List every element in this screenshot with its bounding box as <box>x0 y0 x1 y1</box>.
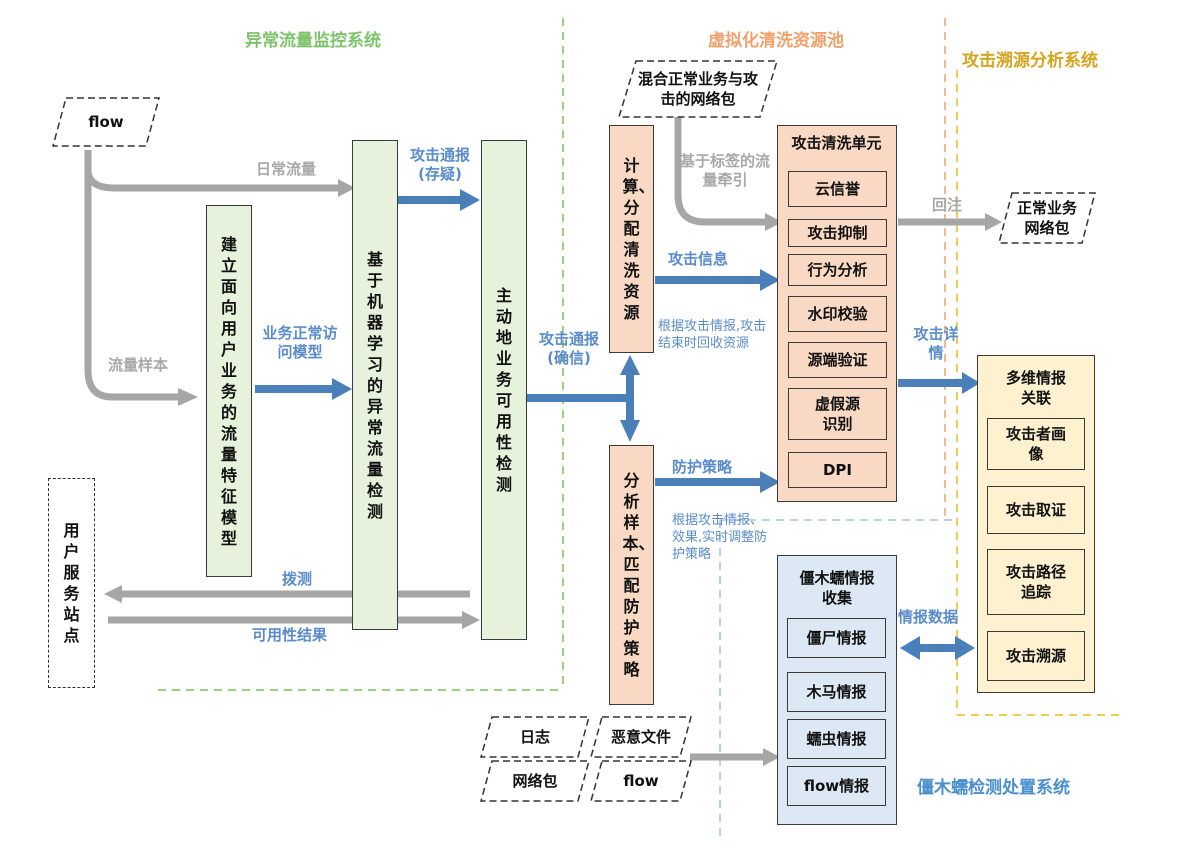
net-packet-label: 网络包 <box>512 772 558 790</box>
botnet-system-title: 僵木蠕检测处置系统 <box>917 778 1070 798</box>
trace-item: 攻击溯源 <box>987 631 1085 681</box>
botnet-item: flow情报 <box>787 766 886 806</box>
reclaim-label: 根据攻击情报,攻击结束时回收资源 <box>658 319 767 351</box>
botnet-item: 木马情报 <box>787 672 886 712</box>
mixed-traffic-label: 混合正常业务与攻击的网络包 <box>638 70 759 108</box>
malicious-file-label: 恶意文件 <box>610 728 671 746</box>
analyze-match-box: 分析样本、匹配防护策略 <box>609 445 655 705</box>
trace-item: 攻击路径追踪 <box>987 549 1085 615</box>
flow-sample-label: 流量样本 <box>108 356 169 374</box>
mixed-traffic-input: 混合正常业务与攻击的网络包 <box>618 60 778 118</box>
traction-arrow <box>674 110 765 226</box>
flow-input-2-label: flow <box>623 772 659 790</box>
clean-item: 源端验证 <box>788 342 887 378</box>
malicious-file-input: 恶意文件 <box>590 716 692 758</box>
blue-arrows <box>255 196 962 652</box>
ml-detection-label: 基于机器学习的异常流量检测 <box>366 249 383 521</box>
active-detection-box: 主动地业务可用性检测 <box>481 140 527 640</box>
flow-sample-arrow <box>84 160 178 401</box>
analyze-match-label: 分析样本、匹配防护策略 <box>622 471 655 679</box>
protect-policy-label: 防护策略 <box>672 458 733 476</box>
user-site-box: 用户服务站点 <box>48 478 95 688</box>
normal-model-label: 业务正常访问模型 <box>262 324 338 361</box>
alert-suspect-label: 攻击通报(存疑) <box>409 146 470 183</box>
clean-item: 攻击抑制 <box>788 219 887 247</box>
trace-system-title: 攻击溯源分析系统 <box>962 51 1098 71</box>
flow-input-label: flow <box>88 113 124 131</box>
user-model-label: 建立面向用户业务的流量特征模型 <box>220 234 237 548</box>
log-label: 日志 <box>519 728 550 746</box>
botnet-intel-panel: 僵木蠕情报收集 僵尸情报 木马情报 蠕虫情报 flow情报 <box>777 555 897 825</box>
ml-detection-box: 基于机器学习的异常流量检测 <box>352 140 398 630</box>
intel-correlation-panel: 多维情报关联 攻击者画像 攻击取证 攻击路径追踪 攻击溯源 <box>977 355 1095 693</box>
gray-arrows <box>84 110 985 761</box>
trace-item: 攻击者画像 <box>987 418 1085 470</box>
compute-alloc-label: 计算、分配清洗资源 <box>622 156 655 322</box>
clean-item: DPI <box>788 452 887 488</box>
botnet-intel-title: 僵木蠕情报收集 <box>799 569 875 607</box>
botnet-item: 蠕虫情报 <box>787 719 886 759</box>
clean-item: 水印校验 <box>788 296 887 332</box>
flow-input: flow <box>52 97 160 147</box>
clean-unit-title: 攻击清洗单元 <box>791 134 882 152</box>
compute-alloc-box: 计算、分配清洗资源 <box>609 125 655 353</box>
avail-result-label: 可用性结果 <box>252 626 328 644</box>
tag-traction-label: 基于标签的流量牵引 <box>679 152 770 189</box>
clean-item: 虚假源识别 <box>788 388 887 440</box>
attack-detail-label: 攻击详情 <box>913 325 959 362</box>
clean-unit-panel: 攻击清洗单元 云信誉 攻击抑制 行为分析 水印校验 源端验证 虚假源识别 DPI <box>777 125 897 502</box>
blue-arrowheads <box>332 189 980 660</box>
attack-info-label: 攻击信息 <box>668 250 729 268</box>
normal-packet-label: 正常业务网络包 <box>1016 199 1077 237</box>
normal-packet-output: 正常业务网络包 <box>998 192 1096 244</box>
reinject-label: 回注 <box>932 196 963 214</box>
clean-item: 云信誉 <box>788 171 887 207</box>
log-input: 日志 <box>480 716 590 758</box>
monitor-system-title: 异常流量监控系统 <box>245 31 381 51</box>
user-model-box: 建立面向用户业务的流量特征模型 <box>206 205 252 577</box>
active-detection-label: 主动地业务可用性检测 <box>495 286 512 494</box>
gray-arrowheads <box>104 179 1002 766</box>
adjust-label: 根据攻击情报、效果,实时调整防护策略 <box>672 513 768 562</box>
intel-correlation-title: 多维情报关联 <box>1005 369 1066 407</box>
botnet-item: 僵尸情报 <box>787 618 886 658</box>
intel-data-label: 情报数据 <box>898 608 959 626</box>
flow-input-2: flow <box>590 760 692 802</box>
daily-flow-label: 日常流量 <box>256 160 317 178</box>
net-packet-input: 网络包 <box>480 760 590 802</box>
trace-item: 攻击取证 <box>987 486 1085 534</box>
probe-label: 拨测 <box>282 570 313 588</box>
user-site-label: 用户服务站点 <box>63 521 80 645</box>
clean-item: 行为分析 <box>788 254 887 286</box>
alert-confirm-label: 攻击通报(确信) <box>538 330 599 367</box>
cleaning-pool-title: 虚拟化清洗资源池 <box>708 31 844 51</box>
